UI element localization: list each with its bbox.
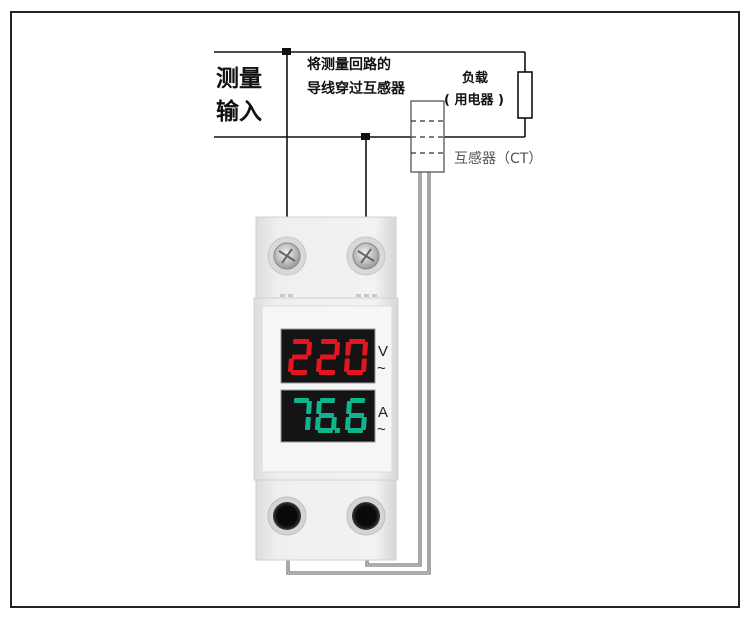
current-digit-segment [348,413,365,418]
current-digit-segment [349,398,366,403]
voltage-digit-segment [321,339,338,344]
voltage-readout [288,339,369,375]
voltage-digit-segment [334,342,341,356]
voltage-digit-segment [293,339,310,344]
top-terminal-left [267,236,307,276]
voltage-digit-segment [288,358,294,372]
current-digit-segment [306,401,312,414]
voltage-unit-label: V [378,343,388,360]
voltage-digit-segment [344,358,350,372]
current-digit-decimal-point [334,428,341,433]
voltage-digit-segment [291,354,309,360]
current-digit-segment [317,428,334,433]
voltage-digit-segment [290,370,308,375]
current-digit-segment [293,398,310,403]
top-terminal-right [346,236,386,276]
voltage-digit-segment [361,358,367,372]
voltage-digit-segment [349,339,366,344]
load-label-line1: 负载 [462,70,488,86]
current-digit-segment [344,417,351,430]
voltage-digit-segment [318,370,336,375]
junction-node-bottom [361,133,370,140]
instruction-line1: 将测量回路的 [307,56,391,73]
current-unit-label: A [378,404,388,421]
voltage-digit-segment [316,358,322,372]
voltage-ac-symbol: ~ [377,360,386,377]
instruction-line2: 导线穿过互感器 [307,80,406,97]
voltage-digit-segment [345,342,352,356]
current-transformer [410,100,445,173]
current-digit-segment [316,401,322,414]
current-ac-symbol: ~ [377,421,386,438]
current-digit-segment [318,413,335,418]
voltage-digit-segment [306,342,313,356]
junction-node-top [282,48,291,55]
input-label-line1: 测量 [216,66,262,92]
input-label-line2: 输入 [216,98,262,125]
voltage-digit-segment [346,370,364,375]
load-resistor-symbol [517,71,533,119]
current-digit-segment [346,401,352,414]
current-digit-segment [314,417,321,430]
diagram-frame [10,11,740,608]
ct-secondary-wires [286,172,431,575]
current-digit-segment [304,417,311,430]
current-digit-segment [319,398,336,403]
voltage-digit-segment [319,354,337,360]
ct-label: 互感器（CT） [454,150,542,167]
current-digit-segment [360,417,367,430]
bottom-terminal-right [346,496,386,536]
voltage-digit-segment [362,342,369,356]
current-readout [293,398,367,433]
current-digit-segment [347,428,364,433]
terminal-markings [280,294,377,297]
din-rail-meter: V ~ A ~ [253,216,399,561]
bottom-terminal-left [267,496,307,536]
load-label-line2: ( 用电器 ) [444,92,504,108]
current-digit-segment [330,417,337,430]
